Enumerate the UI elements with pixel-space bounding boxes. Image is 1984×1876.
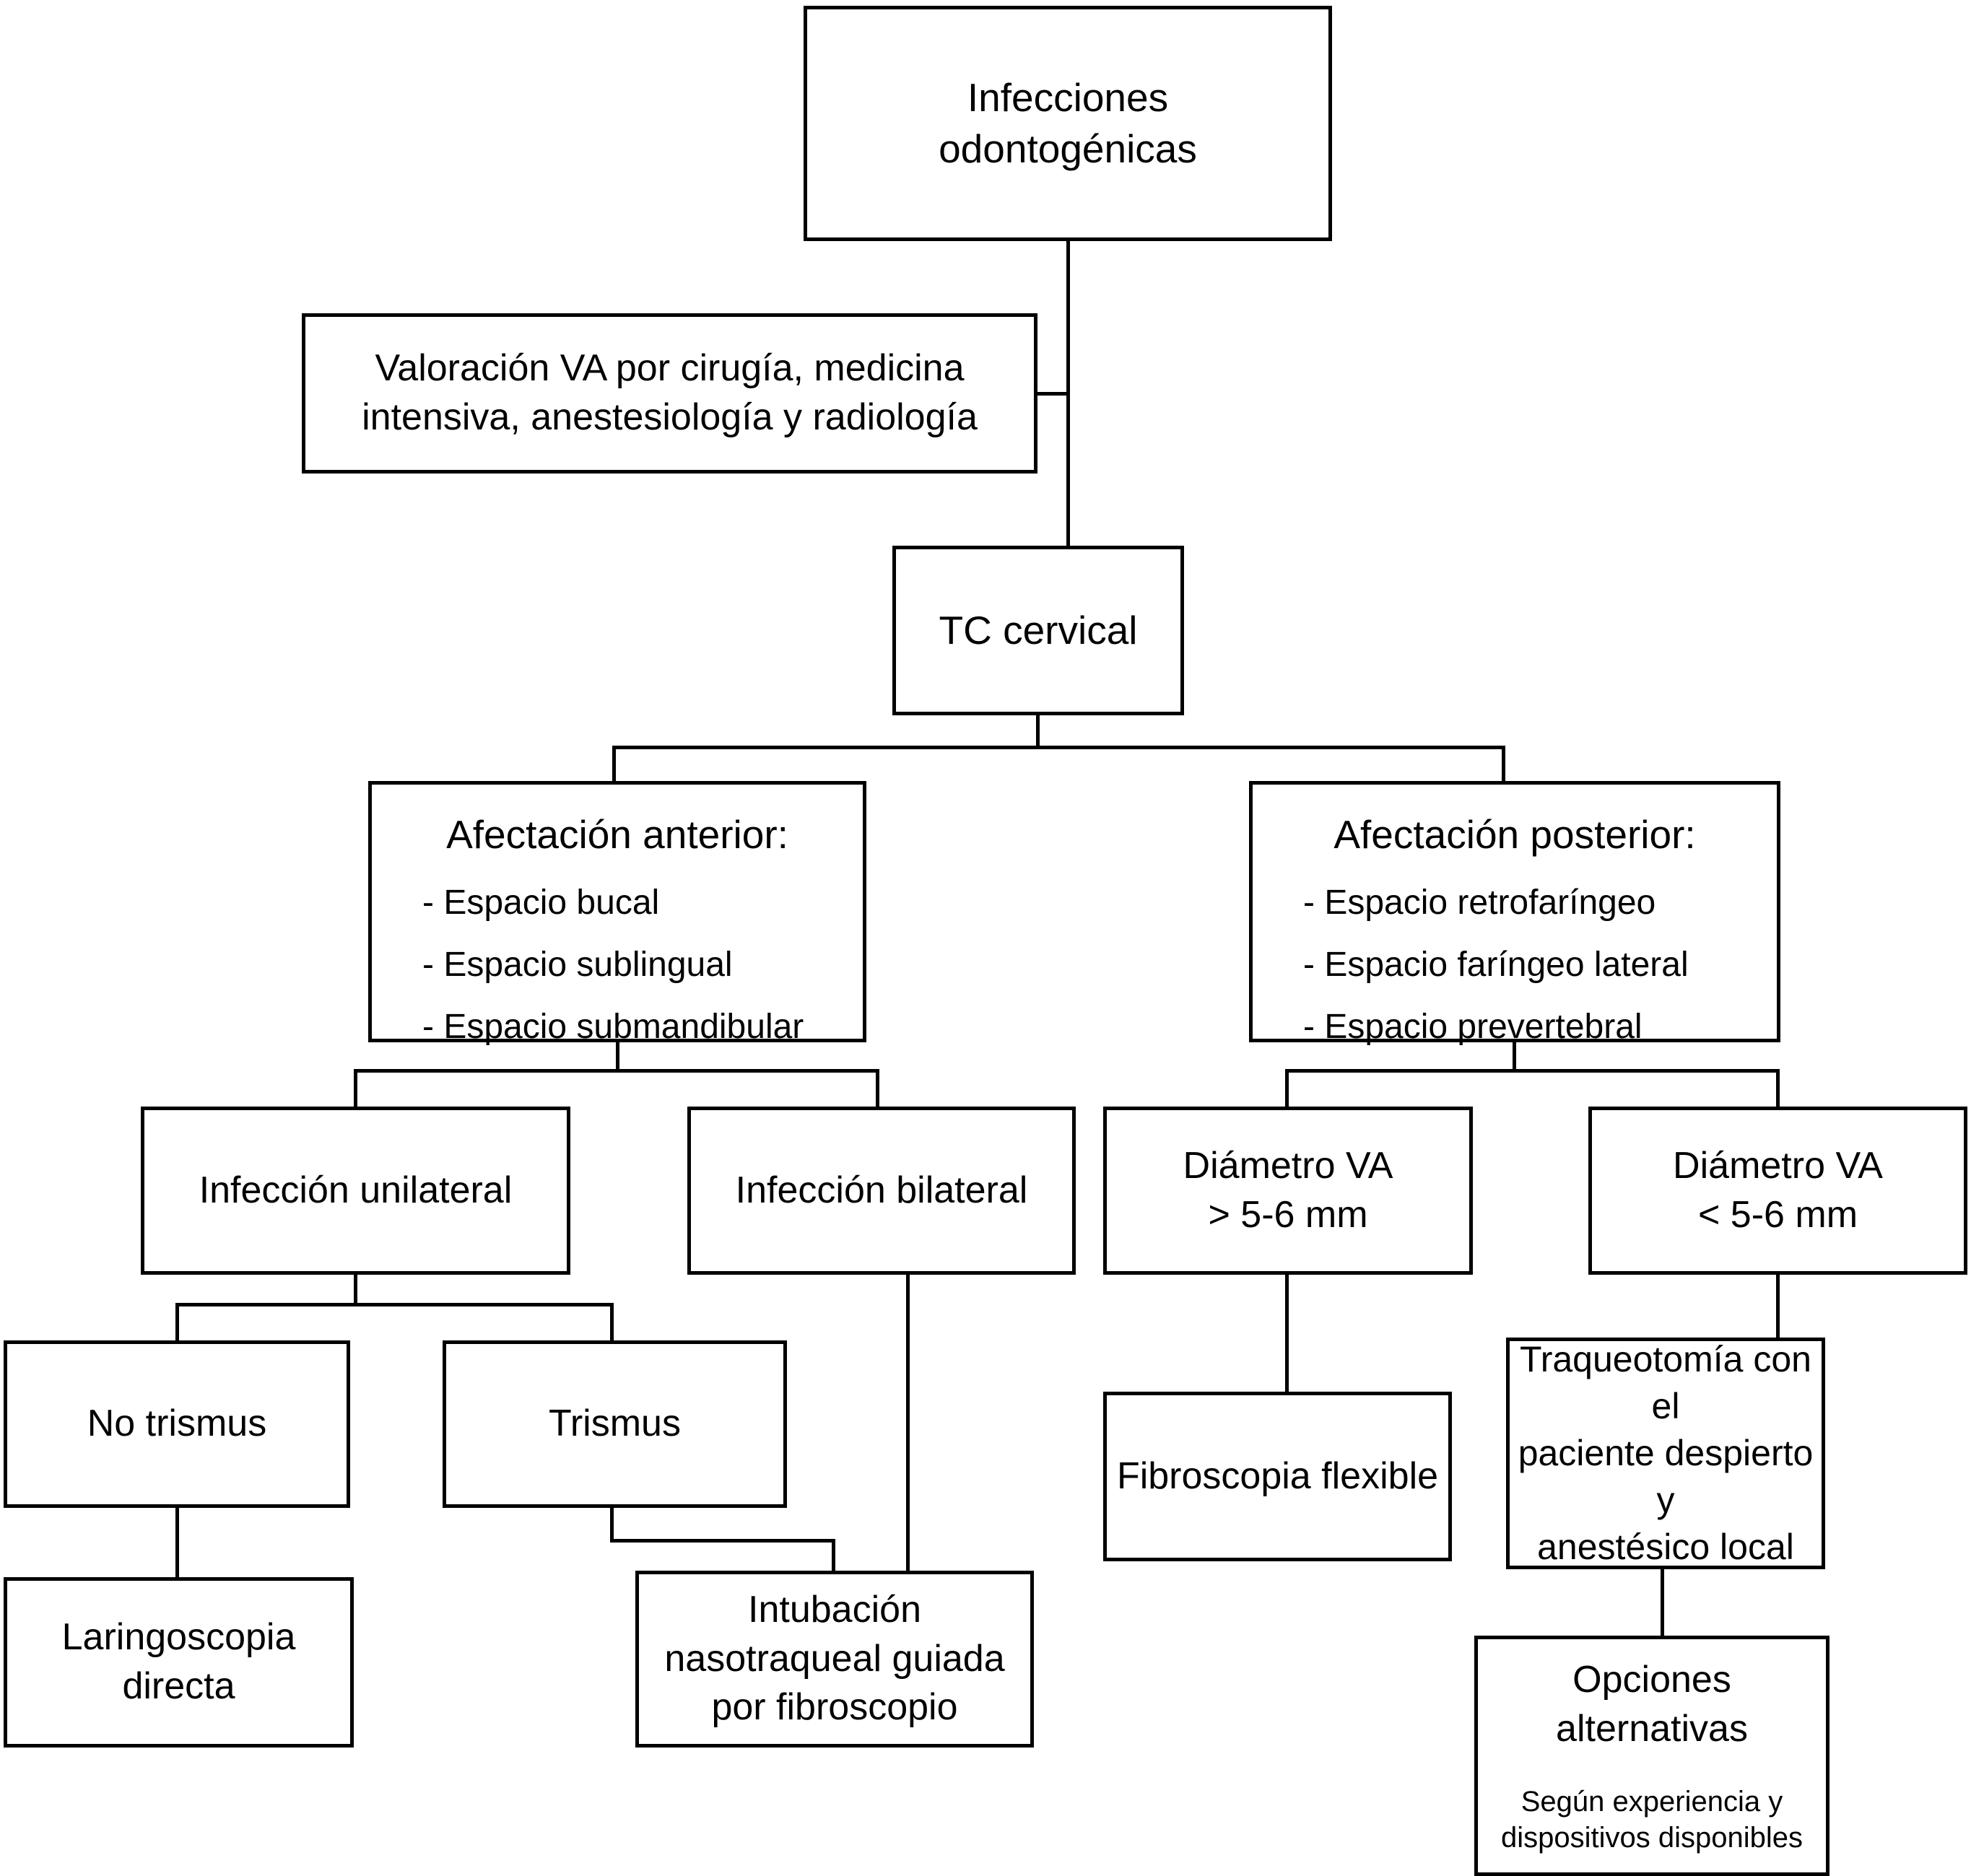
- node-valoracion-va[interactable]: Valoración VA por cirugía, medicina inte…: [302, 313, 1037, 474]
- node-label: Trismus: [549, 1402, 681, 1445]
- list-item: - Espacio faríngeo lateral: [1303, 945, 1689, 984]
- node-label: No trismus: [87, 1402, 267, 1445]
- connector-posterior-down: [1513, 1042, 1516, 1072]
- connector-unilateral-down: [354, 1274, 357, 1306]
- connector-traqueotomia-to-opciones: [1661, 1569, 1664, 1637]
- connector-anterior-to-bilateral: [876, 1069, 879, 1108]
- connector-posterior-to-diam-mayor: [1285, 1069, 1289, 1108]
- node-no-trismus[interactable]: No trismus: [4, 1340, 350, 1508]
- connector-posterior-bus: [1285, 1069, 1780, 1073]
- connector-tc-to-anterior: [612, 746, 616, 783]
- node-label: Valoración VA por cirugía, medicina inte…: [362, 347, 978, 438]
- connector-tc-bus: [612, 746, 1505, 749]
- connector-unilateral-to-trismus: [610, 1303, 614, 1342]
- node-diametro-va-mayor[interactable]: Diámetro VA > 5-6 mm: [1103, 1107, 1473, 1275]
- node-label: Laringoscopia directa: [61, 1616, 296, 1707]
- connector-trismus-to-intubacion: [832, 1539, 835, 1572]
- list-item: - Espacio retrofaríngeo: [1303, 883, 1656, 922]
- connector-unilateral-bus: [175, 1303, 614, 1306]
- node-bullet-list: - Espacio retrofaríngeo - Espacio faríng…: [1253, 883, 1777, 1072]
- node-diametro-va-menor[interactable]: Diámetro VA < 5-6 mm: [1588, 1107, 1967, 1275]
- connector-diam-menor-to-traqueotomia: [1776, 1274, 1780, 1340]
- node-intubacion-nasotraqueal[interactable]: Intubación nasotraqueal guiada por fibro…: [635, 1571, 1034, 1748]
- node-label: Infecciones odontogénicas: [939, 74, 1197, 172]
- connector-no-trismus-to-laringoscopia: [175, 1507, 179, 1578]
- node-label: Intubación nasotraqueal guiada por fibro…: [664, 1589, 1005, 1729]
- list-item: - Espacio sublingual: [422, 945, 733, 984]
- node-fibroscopia-flexible[interactable]: Fibroscopia flexible: [1103, 1392, 1452, 1561]
- connector-anterior-to-unilateral: [354, 1069, 357, 1108]
- node-label: Diámetro VA < 5-6 mm: [1673, 1144, 1883, 1236]
- node-infeccion-unilateral[interactable]: Infección unilateral: [141, 1107, 570, 1275]
- node-label: Diámetro VA > 5-6 mm: [1183, 1144, 1393, 1236]
- connector-anterior-down: [616, 1042, 619, 1072]
- connector-bilateral-to-intubacion: [906, 1274, 910, 1572]
- node-label: Traqueotomía con el paciente despierto y…: [1518, 1339, 1814, 1567]
- node-title: Afectación posterior:: [1333, 812, 1696, 857]
- node-bullet-list: - Espacio bucal - Espacio sublingual - E…: [372, 883, 863, 1072]
- list-item: - Espacio prevertebral: [1303, 1007, 1643, 1046]
- connector-trismus-elbow: [610, 1539, 835, 1543]
- node-afectacion-anterior[interactable]: Afectación anterior: - Espacio bucal - E…: [368, 781, 866, 1044]
- node-trismus[interactable]: Trismus: [443, 1340, 787, 1508]
- connector-anterior-bus: [354, 1069, 879, 1073]
- node-label: TC cervical: [939, 607, 1138, 653]
- connector-diam-mayor-to-fibroscopia: [1285, 1274, 1289, 1394]
- node-laringoscopia-directa[interactable]: Laringoscopia directa: [4, 1577, 354, 1748]
- node-traqueotomia-despierto[interactable]: Traqueotomía con el paciente despierto y…: [1506, 1338, 1825, 1569]
- node-title: Opciones alternativas: [1556, 1658, 1748, 1750]
- node-title: Afectación anterior:: [446, 812, 788, 857]
- connector-valoracion-stub: [1034, 392, 1070, 396]
- node-infecciones-odontogenicas[interactable]: Infecciones odontogénicas: [804, 6, 1332, 241]
- node-subtitle: Según experiencia y dispositivos disponi…: [1500, 1786, 1803, 1854]
- node-tc-cervical[interactable]: TC cervical: [892, 546, 1184, 715]
- node-label: Infección unilateral: [199, 1169, 513, 1211]
- connector-trismus-down: [610, 1507, 614, 1542]
- node-afectacion-posterior[interactable]: Afectación posterior: - Espacio retrofar…: [1249, 781, 1780, 1044]
- connector-unilateral-to-no-trismus: [175, 1303, 179, 1342]
- node-opciones-alternativas[interactable]: Opciones alternativas Según experiencia …: [1474, 1636, 1829, 1876]
- list-item: - Espacio bucal: [422, 883, 660, 922]
- node-infeccion-bilateral[interactable]: Infección bilateral: [687, 1107, 1076, 1275]
- node-label: Fibroscopia flexible: [1116, 1454, 1439, 1497]
- list-item: - Espacio submandibular: [422, 1007, 804, 1046]
- node-label: Infección bilateral: [735, 1169, 1028, 1211]
- connector-tc-down: [1036, 715, 1040, 749]
- connector-posterior-to-diam-menor: [1776, 1069, 1780, 1108]
- connector-tc-to-posterior: [1502, 746, 1505, 783]
